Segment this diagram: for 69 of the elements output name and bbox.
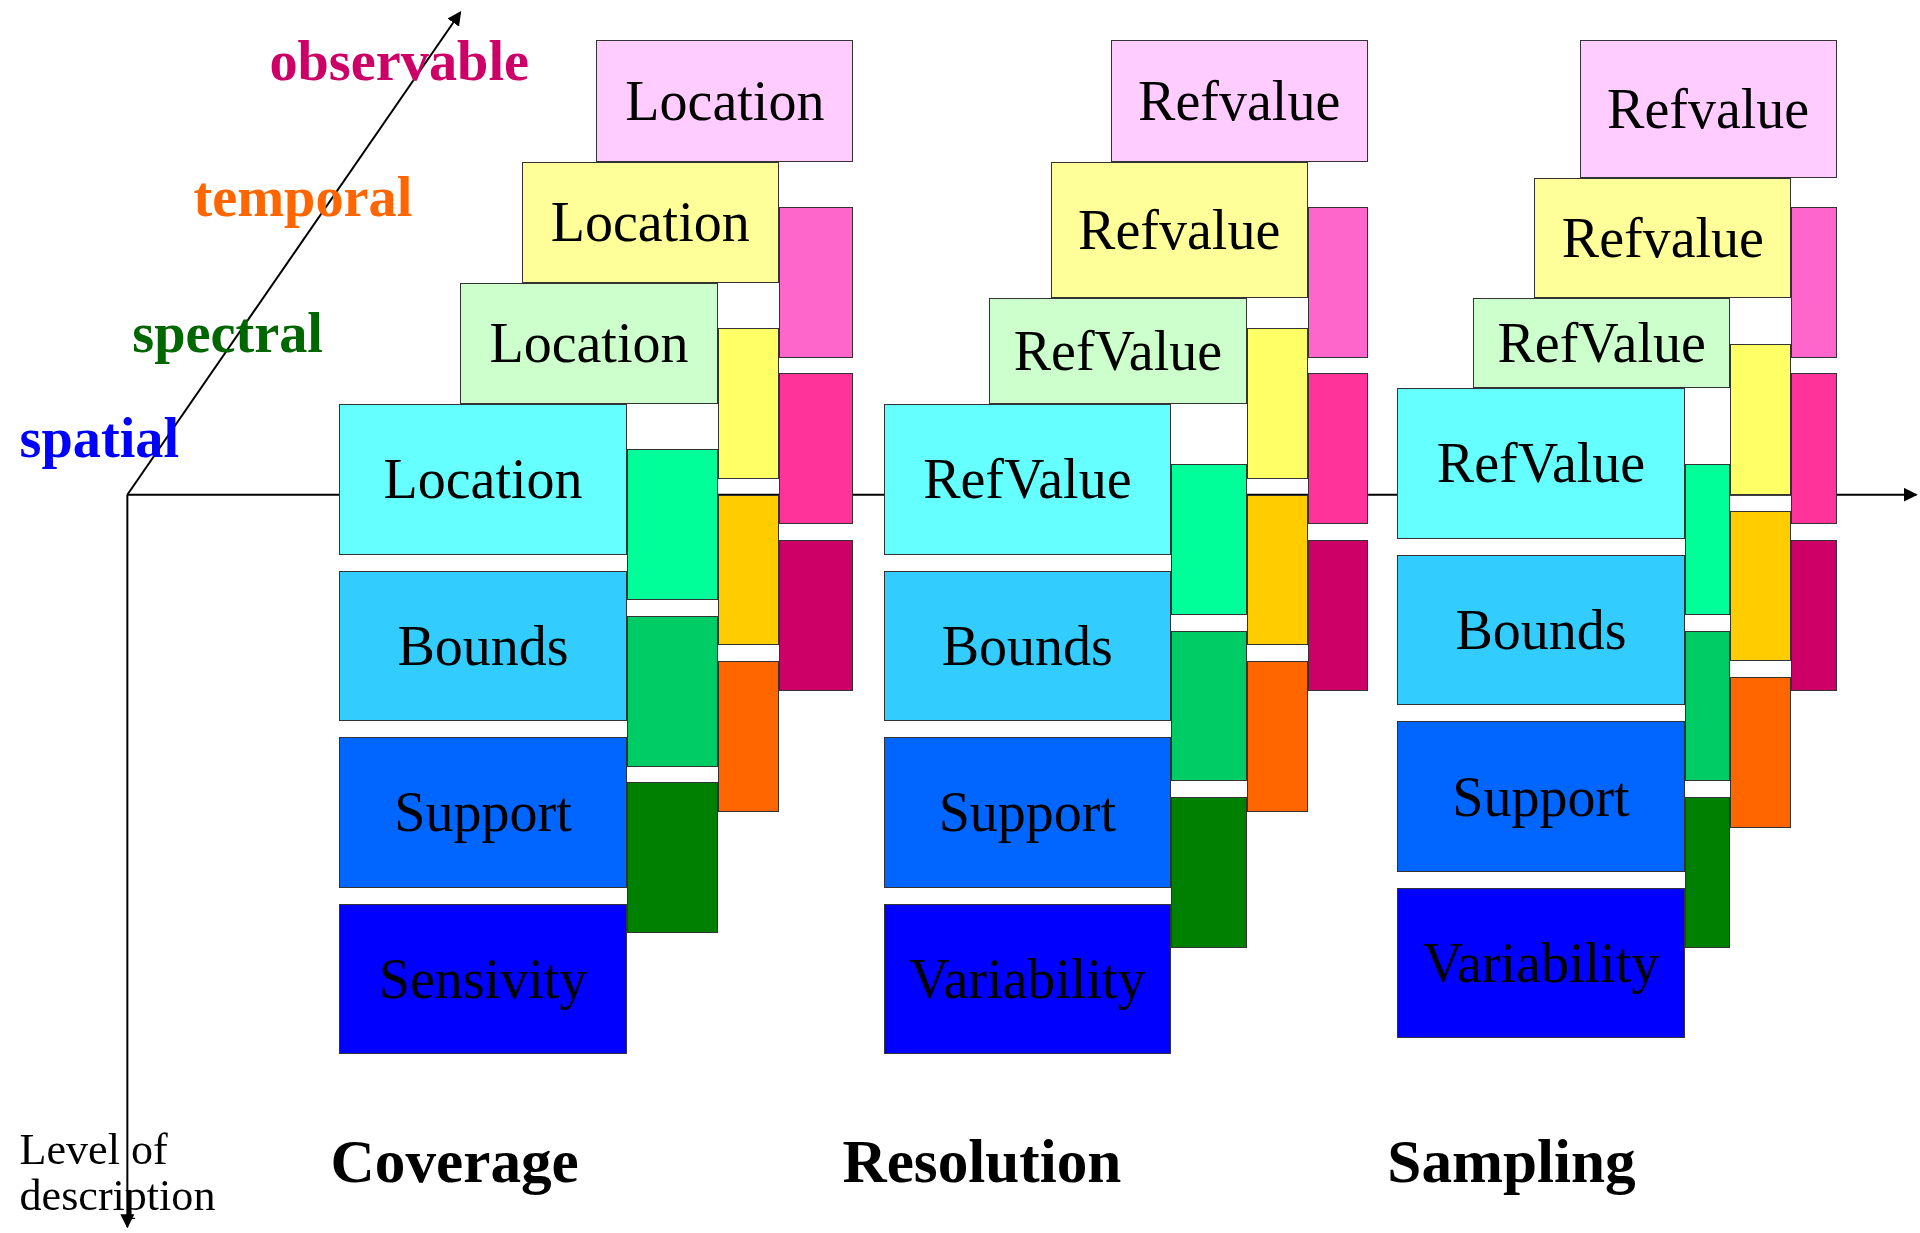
empty-layer-box bbox=[1246, 494, 1308, 646]
box-label: Refvalue bbox=[1138, 73, 1341, 129]
empty-layer-box bbox=[1684, 464, 1731, 615]
layer-box bbox=[1397, 721, 1685, 872]
empty-layer-box bbox=[1791, 540, 1837, 691]
empty-layer-box bbox=[626, 615, 718, 767]
box-label: Support bbox=[938, 784, 1116, 841]
empty-layer-box bbox=[778, 373, 854, 525]
box-label: RefValue bbox=[923, 451, 1132, 508]
empty-layer-box bbox=[1730, 510, 1792, 662]
empty-layer-box bbox=[1730, 344, 1792, 495]
layer-box bbox=[884, 737, 1171, 888]
layer-box bbox=[1579, 40, 1837, 178]
empty-layer-box bbox=[626, 782, 718, 934]
layer-box bbox=[1397, 554, 1685, 706]
box-label: RefValue bbox=[1497, 314, 1706, 371]
layer-box bbox=[339, 570, 627, 722]
box-label: Refvalue bbox=[1078, 201, 1281, 258]
box-label: RefValue bbox=[1013, 322, 1223, 379]
layer-box bbox=[989, 297, 1247, 405]
column-title: Resolution bbox=[842, 1128, 1122, 1194]
empty-layer-box bbox=[1170, 797, 1247, 948]
empty-layer-box bbox=[1246, 661, 1308, 812]
empty-layer-box bbox=[1791, 373, 1837, 525]
layer-box bbox=[1534, 177, 1792, 298]
column-title: Sampling bbox=[1387, 1128, 1636, 1194]
layer-box bbox=[1050, 161, 1308, 298]
empty-layer-box bbox=[1307, 540, 1368, 691]
box-label: Location bbox=[489, 315, 689, 372]
layer-box bbox=[1473, 297, 1731, 389]
box-label: Support bbox=[394, 784, 572, 841]
empty-layer-box bbox=[1684, 797, 1731, 948]
box-label: Location bbox=[383, 451, 583, 508]
layer-box bbox=[339, 404, 627, 555]
empty-layer-box bbox=[717, 328, 779, 479]
empty-layer-box bbox=[626, 449, 718, 600]
box-label: Location bbox=[550, 194, 750, 251]
empty-layer-box bbox=[717, 661, 779, 812]
box-label: Refvalue bbox=[1607, 80, 1810, 137]
layer-box bbox=[339, 903, 627, 1055]
layer-box bbox=[884, 903, 1171, 1055]
empty-layer-box bbox=[717, 494, 779, 646]
empty-layer-box bbox=[1791, 206, 1837, 358]
empty-layer-box bbox=[1246, 328, 1308, 479]
empty-layer-box bbox=[778, 206, 854, 358]
layer-box bbox=[884, 404, 1171, 555]
empty-layer-box bbox=[1170, 464, 1247, 615]
box-label: Bounds bbox=[1455, 602, 1627, 658]
box-label: Location bbox=[625, 73, 825, 129]
box-label: Refvalue bbox=[1561, 209, 1764, 266]
box-label: Variability bbox=[1422, 935, 1660, 992]
layer-box bbox=[1397, 388, 1685, 539]
empty-layer-box bbox=[1307, 373, 1368, 525]
column-title: Coverage bbox=[330, 1128, 579, 1194]
layer-box bbox=[1110, 40, 1368, 162]
layer-box bbox=[460, 282, 718, 405]
box-label: RefValue bbox=[1436, 435, 1646, 492]
empty-layer-box bbox=[778, 540, 854, 691]
empty-layer-box bbox=[1170, 630, 1247, 782]
layer-box bbox=[1397, 887, 1685, 1039]
box-label: Bounds bbox=[941, 617, 1113, 674]
layer-box bbox=[884, 570, 1171, 722]
layer-box bbox=[339, 737, 627, 888]
empty-layer-box bbox=[1307, 206, 1368, 358]
empty-layer-box bbox=[1730, 677, 1792, 828]
layer-box bbox=[596, 40, 854, 162]
layer-box bbox=[521, 161, 779, 283]
box-label: Bounds bbox=[397, 617, 569, 674]
empty-layer-box bbox=[1684, 630, 1731, 782]
